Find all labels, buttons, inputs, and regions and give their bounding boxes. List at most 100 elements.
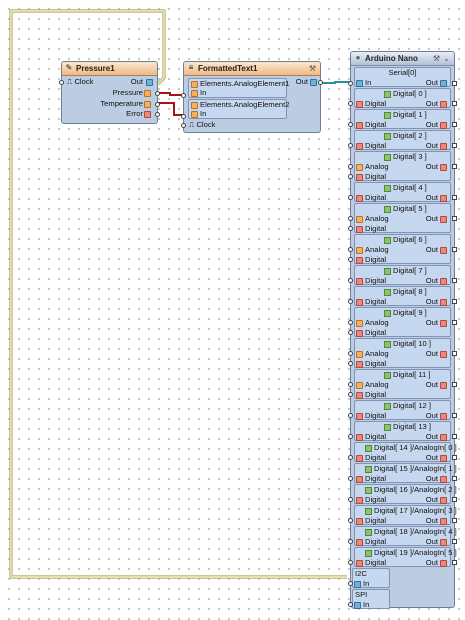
digital-out-pin-0[interactable] (452, 101, 457, 106)
digital-in-pin-19[interactable] (348, 560, 353, 565)
digital-out-pin-17[interactable] (452, 518, 457, 523)
digital-in-pin-5[interactable] (348, 226, 353, 231)
analog-element-2[interactable]: Elements.AnalogElement2 In (188, 99, 290, 119)
digital-out-pin-3[interactable] (452, 164, 457, 169)
analog-in-pin-11[interactable] (348, 382, 353, 387)
arduino-nano-component[interactable]: ● Arduino Nano ⚒ ⌄ Serial[0] In Out Digi… (348, 51, 457, 609)
analog-in-pin-6[interactable] (348, 247, 353, 252)
digital-out-label: Out (425, 245, 438, 254)
element-1-in-pin[interactable] (181, 93, 186, 98)
chevron-down-icon[interactable]: ⌄ (443, 54, 450, 63)
digital-in-pin-1[interactable] (348, 122, 353, 127)
wrench-icon[interactable]: ⚒ (308, 64, 317, 73)
digital-out-pin-4[interactable] (452, 195, 457, 200)
sensor-icon: ✎ (65, 63, 73, 72)
digital-in-pin-7[interactable] (348, 278, 353, 283)
digital-out-pin-16[interactable] (452, 497, 457, 502)
element-2-in-pin[interactable] (181, 114, 186, 119)
digital-in-pin-0[interactable] (348, 101, 353, 106)
digital-in-pin-17[interactable] (348, 518, 353, 523)
digital-out-pin-10[interactable] (452, 351, 457, 356)
digital-in-pin-6[interactable] (348, 257, 353, 262)
digital-in-pin-11[interactable] (348, 392, 353, 397)
digital-in-pin-16[interactable] (348, 497, 353, 502)
wrench-icon[interactable]: ⚒ (432, 54, 441, 63)
digital-in-pin-4[interactable] (348, 195, 353, 200)
wire-pressure-to-element1[interactable] (157, 92, 184, 96)
digital-out-pin-5[interactable] (452, 216, 457, 221)
i2c-in-pin[interactable] (348, 581, 353, 586)
digital-in-pin-3[interactable] (348, 174, 353, 179)
serial-0-out-pin[interactable] (452, 81, 457, 86)
digital-out-label: Out (425, 558, 438, 567)
wire-text-to-serial[interactable] (322, 81, 350, 84)
digital-out-pin-12[interactable] (452, 413, 457, 418)
digital-icon (356, 361, 363, 368)
digital-in-pin-13[interactable] (348, 434, 353, 439)
digital-in-pin-8[interactable] (348, 299, 353, 304)
formatted-text-component[interactable]: ≡ FormattedText1 ⚒ Elements.AnalogElemen… (181, 61, 323, 133)
digital-out-pin-14[interactable] (452, 455, 457, 460)
digital-in-pin-12[interactable] (348, 413, 353, 418)
digital-out-pin-6[interactable] (452, 247, 457, 252)
spi-in-pin[interactable] (348, 602, 353, 607)
serial-0-in-pin[interactable] (348, 81, 353, 86)
digital-out-pin-15[interactable] (452, 476, 457, 481)
formatted-text-header[interactable]: ≡ FormattedText1 ⚒ (184, 62, 320, 76)
arduino-header[interactable]: ● Arduino Nano ⚒ ⌄ (351, 52, 454, 66)
analog-in-pin-9[interactable] (348, 320, 353, 325)
pressure-temperature-pin[interactable] (155, 102, 160, 107)
digital-in-pin-10[interactable] (348, 361, 353, 366)
digital-in-pin-2[interactable] (348, 143, 353, 148)
serial-0-block[interactable]: Serial[0] In Out (354, 67, 451, 87)
formatted-out-pin[interactable] (318, 80, 323, 85)
pressure-component[interactable]: ✎ Pressure1 ⎍ Clock Out Pressure Tempera… (59, 61, 160, 124)
formatted-clock-pin[interactable] (181, 123, 186, 128)
analog-in-pin-3[interactable] (348, 164, 353, 169)
digital-out-pin-18[interactable] (452, 539, 457, 544)
pressure-pressure-pin[interactable] (155, 91, 160, 96)
digital-out-pin-9[interactable] (452, 320, 457, 325)
digital-in-pin-18[interactable] (348, 539, 353, 544)
digital-in-pin-15[interactable] (348, 476, 353, 481)
digital-in-pin-9[interactable] (348, 330, 353, 335)
digital-out-pin-11[interactable] (452, 382, 457, 387)
pressure-error-pin[interactable] (155, 112, 160, 117)
digital-out-pin-13[interactable] (452, 434, 457, 439)
pressure-header[interactable]: ✎ Pressure1 (62, 62, 157, 76)
wire-temperature-to-element2[interactable] (157, 102, 184, 116)
analog-in-pin-10[interactable] (348, 351, 353, 356)
pressure-clock-pin[interactable] (59, 80, 64, 85)
digital-out-pin-19[interactable] (452, 560, 457, 565)
analog-element-1[interactable]: Elements.AnalogElement1 In (188, 78, 290, 98)
digital-in-pin-14[interactable] (348, 455, 353, 460)
digital-out-pin-8[interactable] (452, 299, 457, 304)
analog-in-pin-5[interactable] (348, 216, 353, 221)
digital-out-pin-2[interactable] (452, 143, 457, 148)
digital-out-pin-1[interactable] (452, 122, 457, 127)
digital-out-pin-7[interactable] (452, 278, 457, 283)
spi-in-icon (354, 602, 361, 609)
